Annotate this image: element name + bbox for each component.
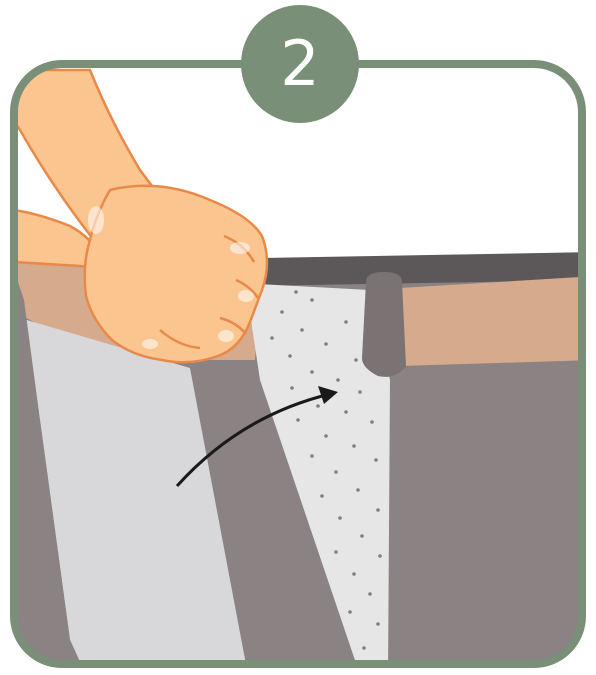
step-number: 2: [280, 33, 319, 95]
step-number-badge: 2: [241, 5, 359, 123]
rim-clip: [362, 272, 406, 377]
